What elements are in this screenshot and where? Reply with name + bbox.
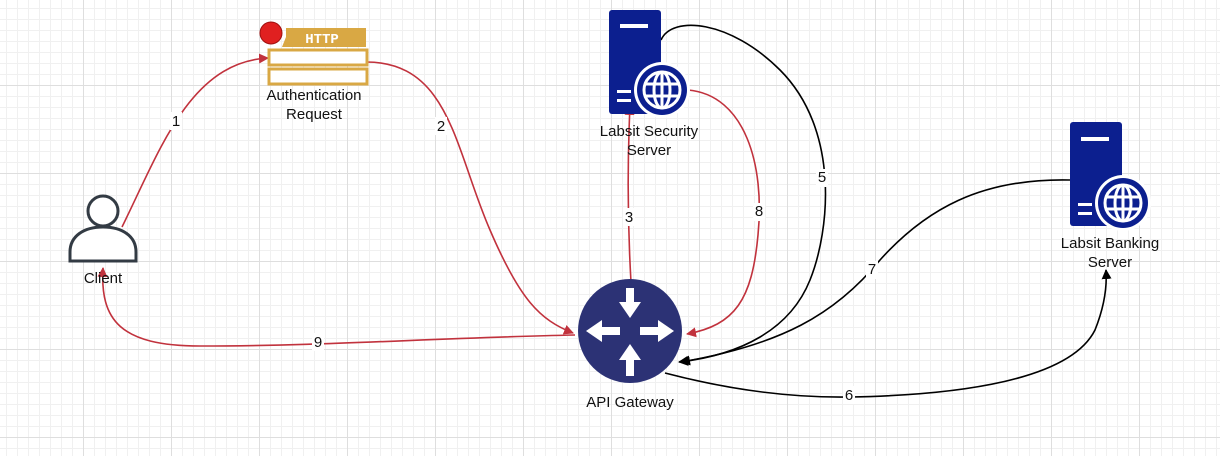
client-label: Client <box>83 270 123 287</box>
router-icon <box>578 279 682 383</box>
edge-9 <box>97 267 576 347</box>
edge-labels: 1 2 3 5 6 7 8 9 <box>170 112 878 404</box>
banking-server-label-line1: Labsit Banking <box>1060 235 1160 252</box>
edge-label-8: 8 <box>755 203 763 220</box>
edge-7 <box>680 179 1071 366</box>
web-server-icon <box>1070 122 1151 231</box>
auth-request-label-line1: Authentication <box>266 87 362 104</box>
edge-label-5: 5 <box>818 169 826 186</box>
edge-6 <box>664 269 1112 398</box>
security-server-label-line2: Server <box>626 142 672 159</box>
edge-8 <box>686 89 761 338</box>
banking-server-label-line2: Server <box>1087 254 1133 271</box>
edge-label-2: 2 <box>437 118 445 135</box>
edge-1 <box>121 53 269 228</box>
auth-request-label-line2: Request <box>286 106 342 123</box>
person-icon <box>68 194 138 263</box>
edge-label-1: 1 <box>172 113 180 130</box>
web-server-icon <box>609 10 690 118</box>
security-server-label: Labsit Security Server <box>600 122 698 160</box>
security-server-label-line1: Labsit Security <box>599 123 699 140</box>
http-badge: HTTP <box>305 32 339 48</box>
edge-label-9: 9 <box>314 334 322 351</box>
banking-server-label: Labsit Banking Server <box>1061 234 1159 272</box>
edge-label-7: 7 <box>868 261 876 278</box>
edge-3 <box>624 105 635 283</box>
edge-2 <box>365 61 574 335</box>
edge-label-6: 6 <box>845 387 853 404</box>
auth-request-label: Authentication Request <box>266 86 361 124</box>
api-gateway-label: API Gateway <box>586 394 674 411</box>
edge-label-3: 3 <box>625 209 633 226</box>
http-request-icon: HTTP <box>259 21 369 86</box>
